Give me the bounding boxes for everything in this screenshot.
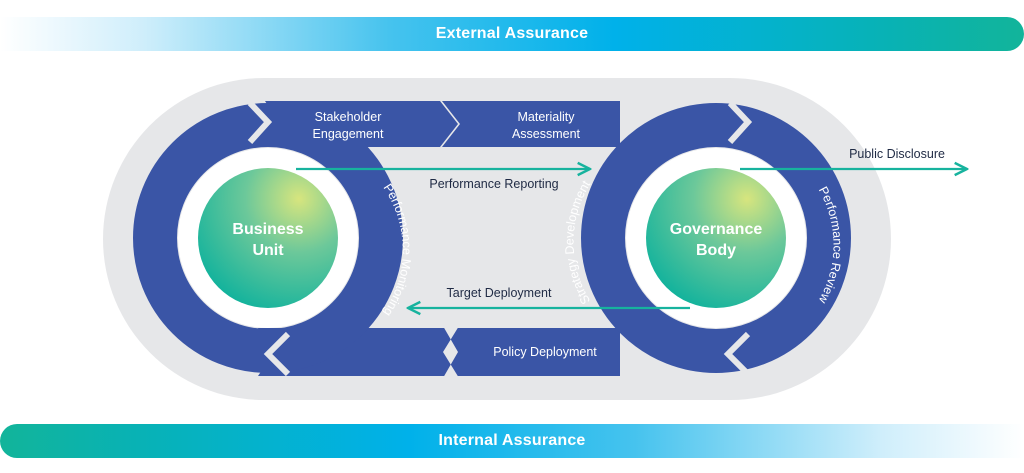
stakeholder-label-2: Engagement (313, 127, 384, 141)
internal-assurance-band: Internal Assurance (0, 424, 1024, 458)
external-assurance-band: External Assurance (0, 17, 1024, 51)
right-ring (581, 103, 851, 373)
left-ring-notch-bottom (263, 331, 291, 377)
right-ring-notch-bottom (723, 331, 751, 377)
materiality-label-1: Materiality (518, 110, 576, 124)
business-unit-label-2: Unit (252, 242, 284, 259)
materiality-assessment-bar (442, 101, 620, 147)
governance-body-label-2: Body (696, 242, 736, 259)
policy-chevron-notch (443, 326, 459, 378)
target-deployment-label: Target Deployment (447, 286, 552, 300)
stakeholder-label-1: Stakeholder (315, 110, 382, 124)
business-unit-core (198, 168, 338, 308)
business-unit-label-1: Business (232, 221, 303, 238)
performance-reporting-label: Performance Reporting (429, 177, 558, 191)
public-disclosure-label: Public Disclosure (849, 147, 945, 161)
right-ring-notch-top (727, 100, 753, 145)
internal-assurance-label: Internal Assurance (438, 432, 586, 449)
materiality-label-2: Assessment (512, 127, 581, 141)
policy-deployment-label: Policy Deployment (493, 345, 597, 359)
external-assurance-label: External Assurance (435, 25, 589, 42)
day-to-day-integration-label: Day-to-Day Integration (64, 145, 95, 276)
governance-body-core (646, 168, 786, 308)
left-ring-notch-top (247, 100, 273, 145)
governance-body-label-1: Governance (670, 221, 763, 238)
